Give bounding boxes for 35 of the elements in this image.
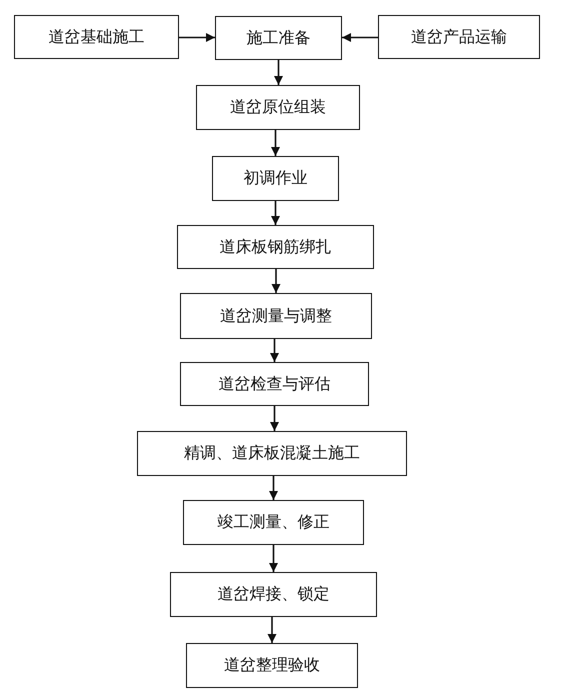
step-label: 道岔整理验收 xyxy=(224,655,320,676)
process-box xyxy=(180,293,372,339)
process-box xyxy=(215,16,342,60)
step-label: 竣工测量、修正 xyxy=(218,512,330,533)
process-box xyxy=(378,15,540,59)
step-label: 道岔焊接、锁定 xyxy=(218,584,330,605)
step-label: 道岔基础施工 xyxy=(48,26,144,48)
process-box xyxy=(196,85,360,130)
process-box xyxy=(170,572,377,617)
process-box xyxy=(137,431,407,476)
step-label: 道岔产品运输 xyxy=(411,26,507,48)
step-label: 精调、道床板混凝土施工 xyxy=(184,443,360,464)
arrow xyxy=(272,269,280,293)
process-box xyxy=(14,15,179,59)
arrow xyxy=(269,476,278,500)
arrow xyxy=(269,545,278,572)
step-label: 道岔测量与调整 xyxy=(220,306,332,326)
process-box xyxy=(180,362,369,406)
arrow xyxy=(270,406,279,431)
step-label: 初调作业 xyxy=(244,168,308,189)
step-label: 道床板钢筋绑扎 xyxy=(220,236,332,258)
process-box xyxy=(183,500,364,545)
process-box xyxy=(186,643,358,688)
arrow xyxy=(342,33,378,42)
step-label: 施工准备 xyxy=(246,28,310,48)
arrow xyxy=(274,60,283,85)
arrow xyxy=(271,201,280,225)
step-label: 道岔原位组装 xyxy=(230,97,326,118)
process-box xyxy=(212,156,339,201)
process-box xyxy=(177,225,374,269)
arrow xyxy=(179,33,215,42)
arrow xyxy=(268,617,276,643)
step-label: 道岔检查与评估 xyxy=(218,374,330,394)
arrow xyxy=(271,130,280,156)
arrow xyxy=(270,339,279,362)
